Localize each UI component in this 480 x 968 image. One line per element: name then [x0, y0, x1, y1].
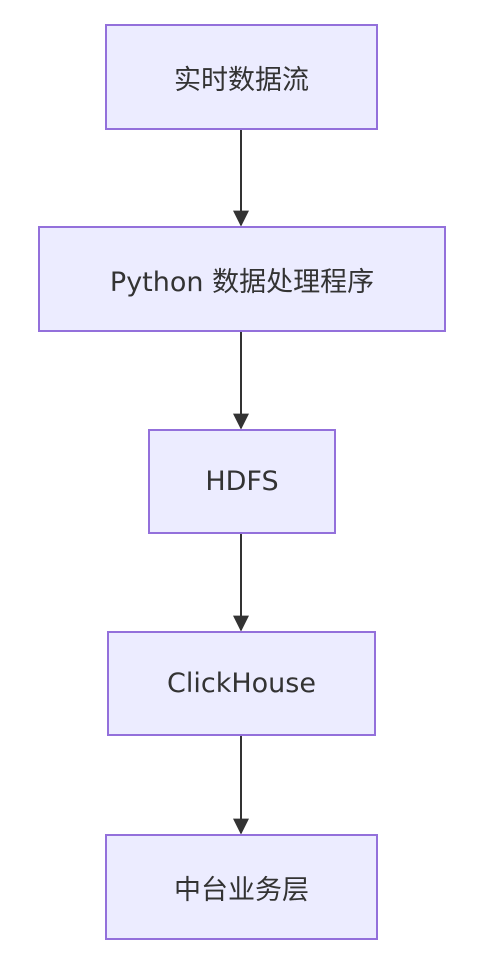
node-label: 中台业务层 [174, 874, 309, 906]
node-label: 实时数据流 [174, 64, 309, 96]
node-label: Python 数据处理程序 [109, 266, 375, 298]
node-business-layer: 中台业务层 [105, 834, 378, 940]
node-hdfs: HDFS [148, 429, 336, 534]
node-clickhouse: ClickHouse [107, 631, 376, 736]
node-label: ClickHouse [167, 668, 316, 699]
node-realtime-data-stream: 实时数据流 [105, 24, 378, 130]
node-python-processor: Python 数据处理程序 [38, 226, 446, 332]
node-label: HDFS [205, 466, 279, 497]
